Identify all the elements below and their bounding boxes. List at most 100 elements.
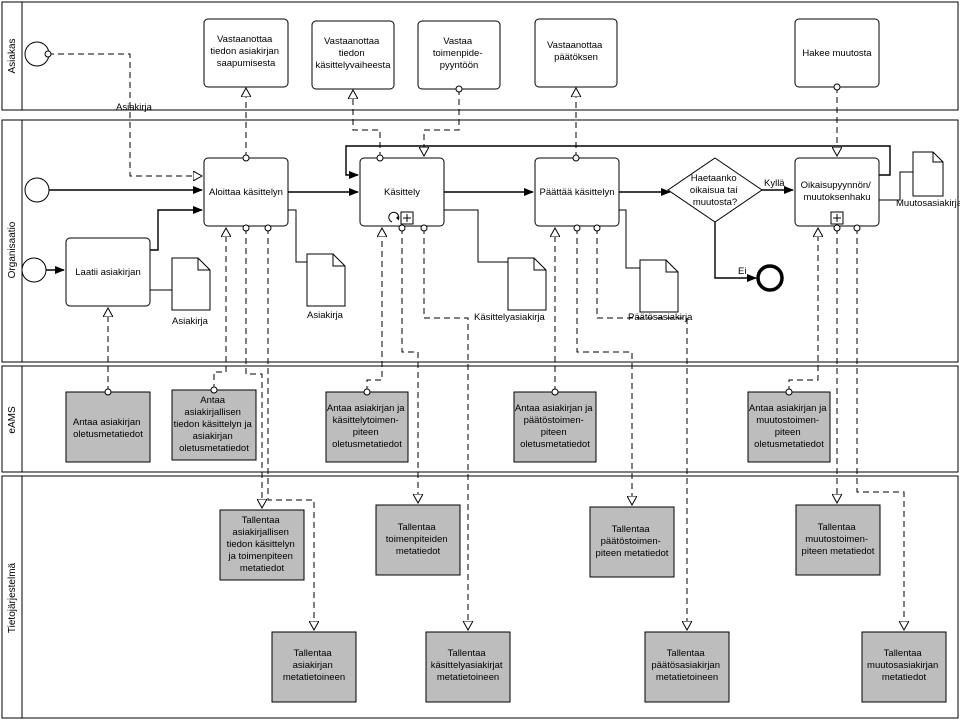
task-text: metatietoineen xyxy=(437,672,499,683)
svg-text:Antaa asiakirjallisen: Antaa asiakirjallisen tiedon käsittelyn … xyxy=(174,395,255,454)
start-event-organisaatio-1 xyxy=(24,177,50,203)
task-text: Antaa xyxy=(200,395,226,406)
task-antaa-asiakirjallisen: Antaa asiakirjallisen tiedon käsittelyn … xyxy=(171,389,257,461)
document-kasittelyasiakirja: Käsittelyasiakirja xyxy=(474,257,547,323)
svg-text:Vastaanottaa tiedon: Vastaanottaa tiedon käsittelyvaiheesta xyxy=(316,36,392,71)
task-text: muutostoimen- xyxy=(805,534,868,545)
task-vastaanottaa-saapumisesta: Vastaanottaa tiedon asiakirjan saapumise… xyxy=(203,18,289,88)
document-asiakirja-1: Asiakirja xyxy=(171,257,211,327)
task-text: piteen xyxy=(541,427,567,438)
task-text: oletusmetatiedot xyxy=(520,439,590,450)
subprocess-plus-icon xyxy=(830,211,844,225)
task-text: muutosasiakirjan xyxy=(867,660,938,671)
task-tallentaa-paatostoimenpiteen: Tallentaa päätöstoimen- piteen metatiedo… xyxy=(589,506,675,578)
task-text: Tallentaa xyxy=(448,648,487,659)
task-text: Antaa asiakirjan xyxy=(73,417,141,428)
svg-text:Vastaanottaa tiedon asia: Vastaanottaa tiedon asiakirjan saapumise… xyxy=(210,34,281,69)
task-text: Päättää käsittelyn xyxy=(540,187,615,198)
task-antaa-kasittelytoimenpiteen: Antaa asiakirjan ja käsittelytoimen- pit… xyxy=(325,391,409,463)
task-text: Käsittely xyxy=(384,187,420,198)
task-text: käsittelyvaiheesta xyxy=(316,60,392,71)
task-text: oletusmetatiedot xyxy=(73,429,143,440)
task-text: piteen metatiedot xyxy=(596,548,669,559)
start-event-organisaatio-2 xyxy=(21,257,47,283)
document-muutosasiakirja: Muutosasiakirja xyxy=(896,151,960,209)
task-text: Tallentaa xyxy=(294,648,333,659)
task-text: päätöksen xyxy=(554,52,598,63)
svg-text:Päättää käsittelyn: Päättää käsittelyn xyxy=(540,187,615,198)
task-text: Aloittaa käsittelyn xyxy=(209,187,283,198)
task-text: käsittelyasiakirjat xyxy=(431,660,503,671)
task-tallentaa-asiakirjan: Tallentaa asiakirjan metatietoineen xyxy=(271,631,357,703)
task-text: Tallentaa xyxy=(398,522,437,533)
svg-text:Tallentaa asiakirjan: Tallentaa asiakirjan metatietoineen xyxy=(283,648,345,683)
task-vastaanottaa-paatoksen: Vastaanottaa päätöksen xyxy=(534,18,618,88)
task-text: metatietoineen xyxy=(283,672,345,683)
task-text: piteen metatiedot xyxy=(802,546,875,557)
loop-icon xyxy=(388,211,400,223)
task-text: metatietoineen xyxy=(656,672,718,683)
task-text: Antaa asiakirjan ja xyxy=(515,403,593,414)
svg-text:Vastaanottaa päätöksen: Vastaanottaa päätöksen xyxy=(547,40,605,63)
task-hakee-muutosta: Hakee muutosta xyxy=(794,18,880,88)
task-text: oletusmetatiedot xyxy=(754,439,824,450)
svg-text:Vastaa toimenpide-: Vastaa toimenpide- pyyntöön xyxy=(433,36,485,71)
svg-text:Haetaanko oikaisua tai: Haetaanko oikaisua tai muutosta? xyxy=(690,173,740,208)
task-text: asiakirjallisen xyxy=(232,527,289,538)
flow-label-asiakirja: Asiakirja xyxy=(116,102,153,113)
svg-text:Tallentaa muutostoimen-: Tallentaa muutostoimen- piteen metatiedo… xyxy=(802,522,875,557)
task-text: toimenpiteiden xyxy=(386,534,448,545)
svg-text:Tallentaa toimenpiteiden: Tallentaa toimenpiteiden metatiedot xyxy=(386,522,450,557)
task-text: tiedon xyxy=(339,48,365,59)
subprocess-plus-icon xyxy=(400,211,414,225)
task-text: Tallentaa xyxy=(242,515,281,526)
document-label: Muutosasiakirja xyxy=(896,198,960,209)
task-antaa-oletusmetatiedot: Antaa asiakirjan oletusmetatiedot xyxy=(65,391,151,463)
task-text: päätöstoimen- xyxy=(601,536,661,547)
task-text: oletusmetatiedot xyxy=(179,443,249,454)
lane-label-eams: eAMS xyxy=(7,406,18,434)
gateway-haetaanko: Haetaanko oikaisua tai muutosta? xyxy=(667,157,763,223)
svg-text:Oikaisupyynnön/ muutokse: Oikaisupyynnön/ muutoksenhaku xyxy=(801,180,874,203)
task-text: Antaa asiakirjan ja xyxy=(327,403,405,414)
task-vastaa-toimenpidepyyntoon: Vastaa toimenpide- pyyntöön xyxy=(417,20,501,90)
task-tallentaa-kasittelyasiakirjat: Tallentaa käsittelyasiakirjat metatietoi… xyxy=(425,631,511,703)
start-event-asiakas xyxy=(24,41,50,67)
flow-label-no: Ei xyxy=(738,266,746,277)
svg-text:Aloittaa käsittelyn: Aloittaa käsittelyn xyxy=(209,187,283,198)
task-text: Tallentaa xyxy=(667,648,706,659)
task-paattaa-kasittelyn: Päättää käsittelyn xyxy=(534,157,620,227)
gateway-text: muutosta? xyxy=(693,197,737,208)
task-text: saapumisesta xyxy=(217,58,276,69)
task-text: tiedon käsittelyn xyxy=(227,539,295,550)
task-text: asiakirjan xyxy=(293,660,333,671)
task-text: piteen xyxy=(353,427,379,438)
task-text: muutostoimen- xyxy=(756,415,819,426)
task-text: muutoksenhaku xyxy=(803,192,870,203)
task-text: Oikaisupyynnön/ xyxy=(801,180,872,191)
task-text: päätösasiakirjan xyxy=(651,660,720,671)
task-text: Antaa asiakirjan ja xyxy=(749,403,827,414)
task-text: tiedon käsittelyn ja xyxy=(174,419,253,430)
task-text: päätöstoimen- xyxy=(524,415,584,426)
task-antaa-muutostoimenpiteen: Antaa asiakirjan ja muutostoimen- piteen… xyxy=(747,391,831,463)
task-text: ja toimenpiteen xyxy=(227,551,292,562)
task-text: Laatii asiakirjan xyxy=(75,267,140,278)
task-tallentaa-asiakirjallisen: Tallentaa asiakirjallisen tiedon käsitte… xyxy=(219,509,305,581)
task-text: metatiedot xyxy=(240,563,285,574)
svg-text:Tallentaa asiakirjallise: Tallentaa asiakirjallisen tiedon käsitte… xyxy=(227,515,298,574)
end-event xyxy=(756,264,784,292)
svg-text:Laatii asiakirjan: Laatii asiakirjan xyxy=(75,267,140,278)
svg-text:Antaa asiakirjan oletusm: Antaa asiakirjan oletusmetatiedot xyxy=(73,417,143,440)
svg-text:Tallentaa muutosasiakirj: Tallentaa muutosasiakirjan metatiedot xyxy=(867,648,941,683)
lane-label-asiakas: Asiakas xyxy=(7,38,18,73)
svg-text:Tallentaa käsittelyasiak: Tallentaa käsittelyasiakirjat metatietoi… xyxy=(431,648,505,683)
gateway-text: Haetaanko xyxy=(691,173,737,184)
task-text: Vastaa xyxy=(443,36,473,47)
task-text: asiakirjan xyxy=(193,431,233,442)
lane-label-tietojarjestelma: Tietojärjestelmä xyxy=(7,562,18,633)
task-text: Vastaanottaa xyxy=(324,36,380,47)
task-aloittaa-kasittelyn: Aloittaa käsittelyn xyxy=(203,157,289,227)
task-tallentaa-paatosasiakirjan: Tallentaa päätösasiakirjan metatietoinee… xyxy=(644,631,730,703)
